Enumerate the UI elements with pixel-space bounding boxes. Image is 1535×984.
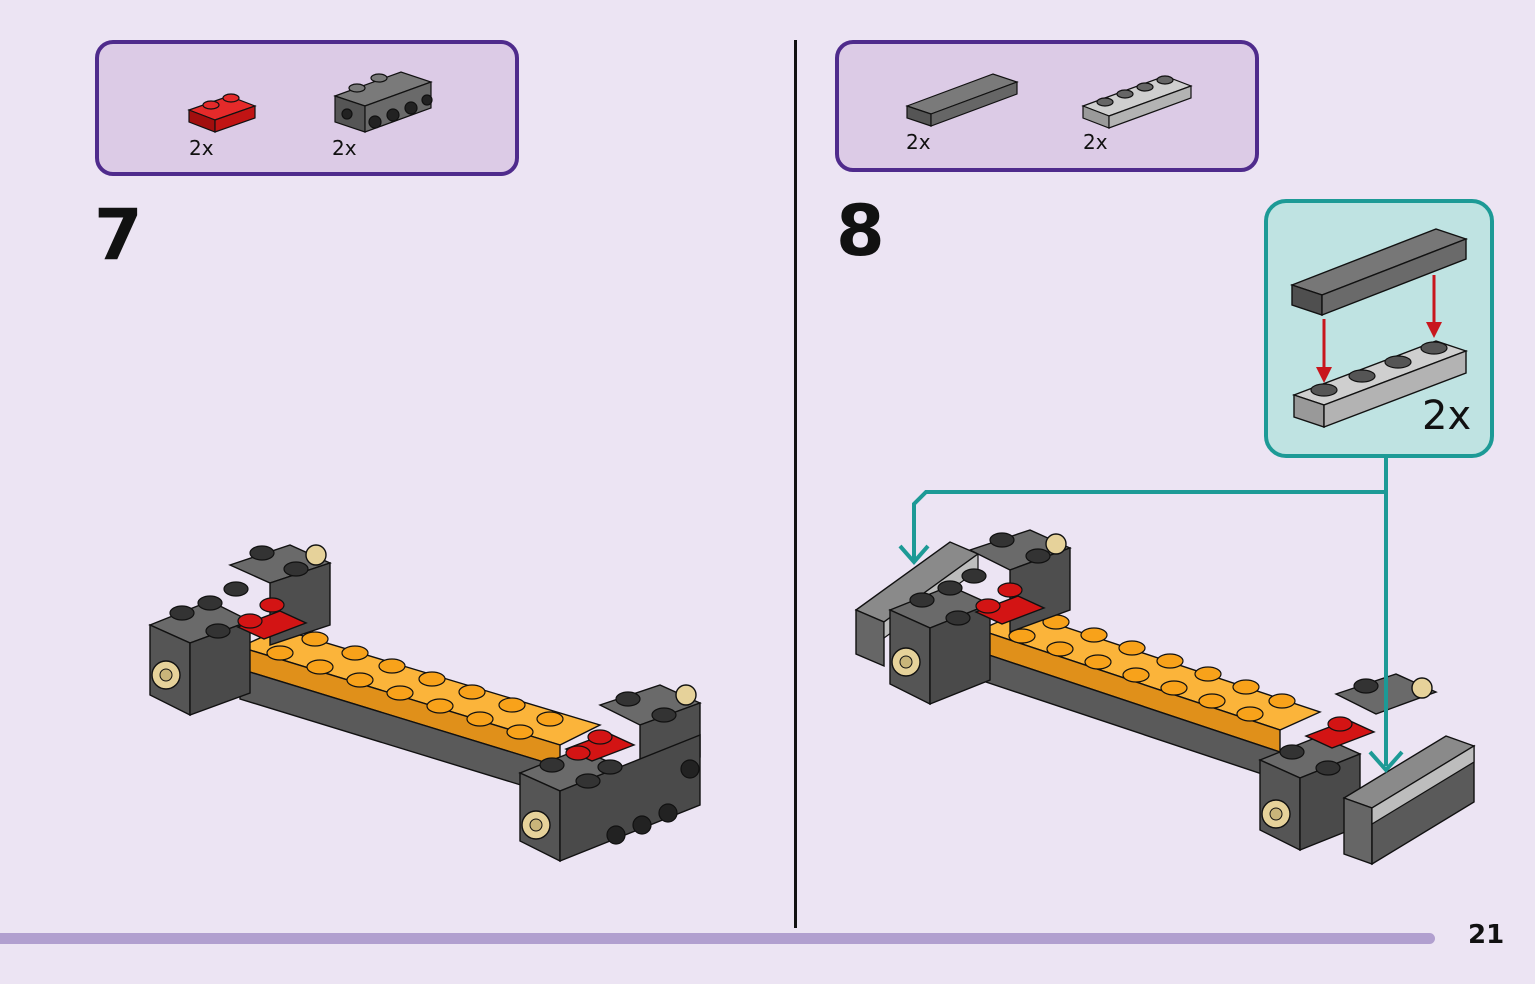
qty-bracket-plate: 2x: [332, 136, 357, 160]
step-8-model: [854, 458, 1476, 866]
teal-guide-arrow-left: [912, 490, 1386, 560]
parts-list-step-7: 2x 2x: [95, 40, 519, 176]
step-number-7: 7: [94, 194, 143, 276]
callout-multiplier: 2x: [1422, 393, 1472, 439]
step-number-8: 8: [836, 190, 885, 272]
light-gray-plate-1x4-icon: [1081, 75, 1193, 129]
page-footer-bar: [0, 933, 1435, 944]
dark-gray-bracket-plate-icon: [333, 71, 433, 133]
red-plate-left: [236, 610, 308, 640]
page-divider: [794, 40, 797, 928]
parts-list-step-8: 2x 2x: [835, 40, 1259, 172]
step-7-model: [148, 544, 702, 863]
sub-assembly-callout: 2x: [1264, 199, 1494, 458]
qty-light-plate: 2x: [1083, 130, 1108, 154]
dark-gray-tile-1x4-icon: [905, 73, 1019, 127]
qty-dark-tile: 2x: [906, 130, 931, 154]
sub-assembly-diagram: [1289, 228, 1469, 429]
page-number: 21: [1468, 920, 1505, 950]
red-plate-1x2-icon: [187, 93, 257, 133]
qty-red-plate: 2x: [189, 136, 214, 160]
